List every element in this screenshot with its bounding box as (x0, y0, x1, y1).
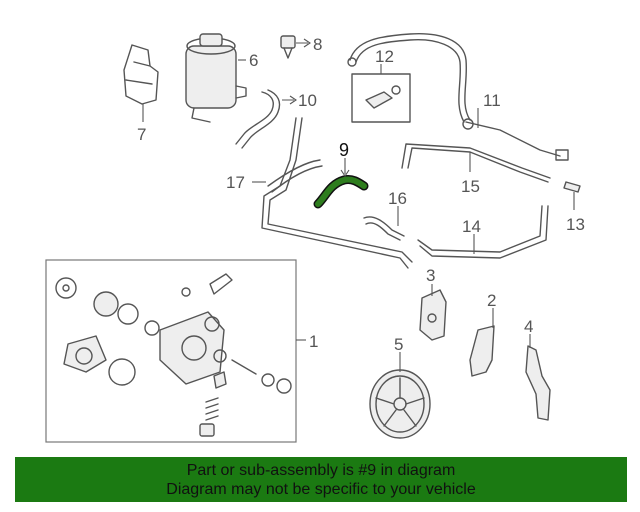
part-17-return-line (252, 117, 413, 269)
part-16-small-hose (363, 206, 405, 241)
part-8-clip (280, 35, 311, 59)
part-1-pump-assembly (45, 259, 306, 443)
part-2-bracket (469, 308, 495, 377)
callout-16: 16 (388, 189, 407, 208)
callout-10: 10 (298, 91, 317, 110)
callout-11: 11 (483, 91, 501, 110)
banner-line-2: Diagram may not be specific to your vehi… (166, 481, 476, 498)
part-3-bracket (419, 284, 447, 341)
part-4-stay (525, 334, 551, 421)
callout-2: 2 (487, 291, 496, 310)
callout-3: 3 (426, 266, 435, 285)
part-13-fitting (563, 181, 581, 210)
part-10-hose (235, 89, 297, 149)
callout-4: 4 (524, 317, 533, 336)
callout-6: 6 (249, 51, 258, 70)
callout-13: 13 (566, 215, 585, 234)
callout-9: 9 (339, 140, 349, 160)
callout-8: 8 (313, 35, 322, 54)
info-banner: Part or sub-assembly is #9 in diagram Di… (15, 457, 627, 502)
callout-12: 12 (375, 47, 394, 66)
callout-14: 14 (462, 217, 481, 236)
part-12-sensor (351, 64, 411, 123)
callout-15: 15 (461, 177, 480, 196)
part-6-reservoir (185, 33, 247, 123)
callout-17: 17 (226, 173, 245, 192)
part-14-pipe (417, 205, 549, 259)
callout-1: 1 (309, 332, 318, 351)
part-15-pipe (401, 143, 551, 183)
parts-diagram: 1 2 3 4 5 6 7 8 9 10 11 12 13 14 15 16 1… (45, 33, 585, 443)
banner-line-1: Part or sub-assembly is #9 in diagram (186, 462, 456, 479)
part-5-pulley (369, 352, 431, 439)
part-7-bracket (123, 44, 159, 122)
part-9-hose-highlighted (313, 158, 369, 209)
part-11-pressure-hose (347, 33, 569, 161)
callout-7: 7 (137, 125, 146, 144)
callout-5: 5 (394, 335, 403, 354)
